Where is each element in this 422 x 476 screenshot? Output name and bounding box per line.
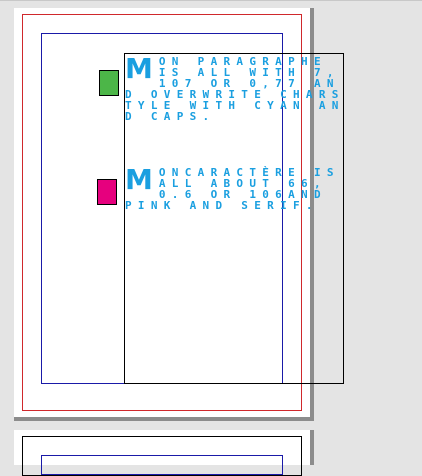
page-shadow [310, 8, 314, 421]
paragraph-1[interactable]: Mon paragraphe is all with 7, 107 or 0,7… [125, 52, 351, 123]
page-margin-guide [41, 455, 283, 475]
page-bleed-guide [22, 14, 302, 411]
paragraph-2[interactable]: Moncaractère is all about 66, 0.6 or 106… [125, 163, 351, 212]
window-top-edge [0, 0, 422, 1]
character-style-swatch[interactable] [97, 179, 117, 205]
paragraph-text: on paragraphe is all with 7, 107 or 0,77… [125, 55, 345, 123]
page-1[interactable] [14, 8, 310, 417]
paragraph-style-swatch[interactable] [99, 70, 119, 96]
paragraph-text: oncaractère is all about 66, 0.6 or 106a… [125, 166, 340, 212]
drop-cap: M [125, 52, 153, 85]
page-2[interactable] [14, 430, 310, 465]
page-shadow [310, 430, 314, 465]
page-shadow [14, 417, 314, 421]
text-frame[interactable] [124, 53, 344, 384]
drop-cap: M [125, 163, 153, 196]
